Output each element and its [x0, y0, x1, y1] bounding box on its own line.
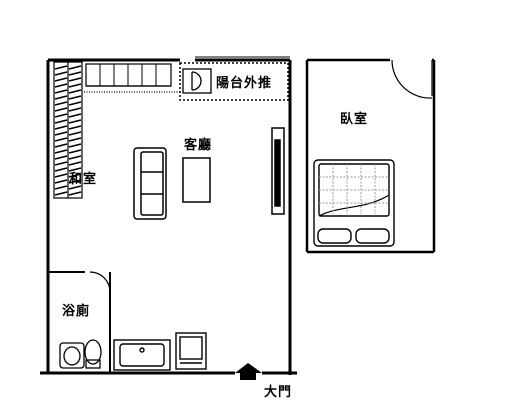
storage-stripe [54, 131, 68, 136]
storage-stripe [68, 119, 82, 124]
storage-stripe [54, 149, 68, 154]
storage-stripe [54, 143, 68, 148]
storage-stripe [68, 185, 82, 190]
top-cabinet-dividers [99, 64, 157, 86]
storage-stripe [68, 71, 82, 76]
balcony-label: 陽台外推 [216, 76, 273, 91]
storage-stripe [68, 191, 82, 196]
storage-stripe [68, 95, 82, 100]
storage-stripe [68, 161, 82, 166]
bedroom-door [391, 59, 433, 99]
storage-stripe [54, 113, 68, 118]
storage-stripe [68, 131, 82, 136]
storage-stripe [54, 167, 68, 172]
storage-stripe [68, 113, 82, 118]
storage-stripe [68, 137, 82, 142]
bathroom-label: 浴廁 [62, 304, 91, 319]
storage-stripe [68, 143, 82, 148]
storage-stripe [54, 89, 68, 94]
balcony-outline [179, 62, 289, 101]
storage-stripe [68, 83, 82, 88]
tv-cabinet [271, 127, 285, 215]
bathroom-sink [59, 342, 85, 369]
balcony-appliance [182, 68, 212, 94]
main-unit-walls [40, 58, 297, 375]
bed [313, 159, 395, 247]
storage-stripe [54, 107, 68, 112]
entrance-arrow-icon [235, 363, 262, 380]
storage-stripe [54, 185, 68, 190]
storage-stripes [54, 65, 82, 196]
storage-stripe [54, 137, 68, 142]
storage-stripe [68, 149, 82, 154]
japanese-room-label: 和室 [69, 172, 98, 187]
toilet [84, 339, 102, 369]
bedroom-walls [305, 58, 436, 254]
storage-stripe [68, 107, 82, 112]
storage-stripe [68, 101, 82, 106]
stove [175, 332, 207, 370]
storage-stripe [54, 125, 68, 130]
storage-stripe [54, 179, 68, 184]
storage-stripe [68, 155, 82, 160]
storage-stripe [68, 125, 82, 130]
bedroom-label: 臥室 [340, 112, 369, 127]
storage-stripe [54, 83, 68, 88]
storage-stripe [54, 191, 68, 196]
sofa [133, 147, 167, 220]
storage-stripe [54, 119, 68, 124]
japanese-room-storage [53, 61, 83, 199]
storage-stripe [54, 155, 68, 160]
storage-stripe [54, 77, 68, 82]
storage-stripe [54, 161, 68, 166]
storage-stripe [54, 71, 68, 76]
storage-stripe [54, 101, 68, 106]
storage-stripe [54, 65, 68, 70]
kitchen-sink [113, 339, 171, 371]
storage-stripe [68, 77, 82, 82]
bathroom-door [89, 271, 111, 293]
living-room-label: 客廳 [184, 138, 213, 153]
bed-quilt-grid [319, 164, 389, 214]
storage-stripe [54, 95, 68, 100]
coffee-table [182, 157, 211, 203]
storage-stripe [68, 167, 82, 172]
storage-stripe [68, 65, 82, 70]
storage-stripe [68, 173, 82, 178]
storage-stripe [68, 179, 82, 184]
storage-stripe [54, 173, 68, 178]
entrance-label: 大門 [264, 385, 293, 400]
storage-stripe [68, 89, 82, 94]
